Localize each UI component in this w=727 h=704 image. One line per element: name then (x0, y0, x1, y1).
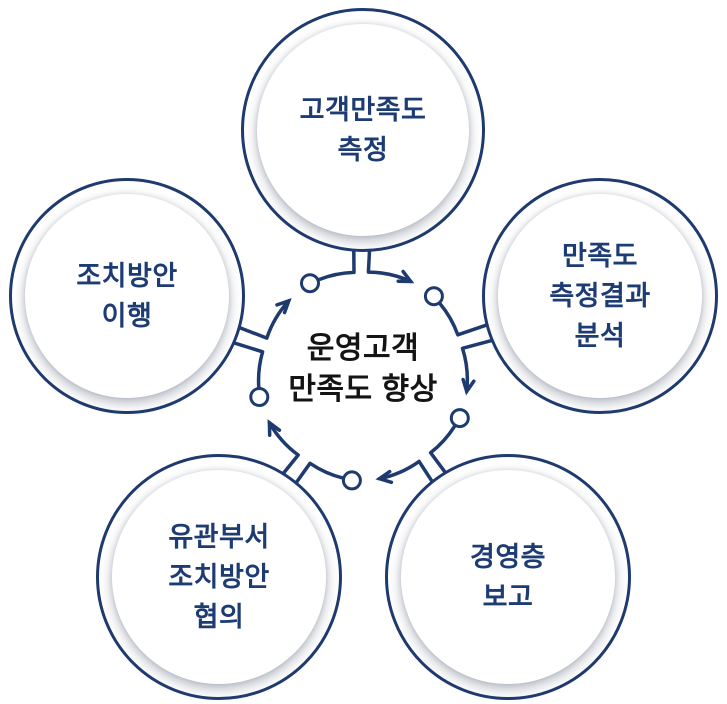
step-label: 경영층 보고 (470, 537, 546, 617)
step-label: 조치방안 이행 (76, 256, 177, 336)
step-label-line: 분석 (574, 321, 626, 351)
node-dot-icon (449, 408, 470, 429)
step-circle-face: 유관부서 조치방안 협의 (112, 470, 326, 684)
step-label-line: 이행 (101, 301, 153, 331)
step-circle-face: 조치방안 이행 (25, 194, 229, 398)
step-circle-implementation: 조치방안 이행 (9, 178, 245, 414)
step-circle-consultation: 유관부서 조치방안 협의 (96, 454, 342, 700)
step-circle-face: 만족도 측정결과 분석 (498, 194, 702, 398)
step-label-line: 조치방안 (76, 261, 178, 291)
arrowhead-icon (396, 269, 415, 284)
step-circle-face: 고객만족도 측정 (257, 24, 469, 236)
step-label-line: 보고 (482, 582, 534, 612)
step-label-line: 만족도 (561, 241, 639, 271)
step-label-line: 측정 (337, 135, 389, 165)
center-label: 운영고객 만족도 향상 (288, 328, 437, 410)
arrowhead-icon (275, 297, 292, 315)
arrowhead-icon (461, 377, 476, 396)
node-dot-icon (300, 273, 320, 294)
step-label-line: 고객만족도 (299, 95, 427, 125)
step-circle-face: 경영층 보고 (401, 470, 615, 684)
step-label: 고객만족도 측정 (300, 90, 427, 170)
step-circle-analysis: 만족도 측정결과 분석 (482, 178, 718, 414)
step-label-line: 조치방안 (168, 562, 270, 592)
step-circle-measurement: 고객만족도 측정 (241, 8, 485, 252)
node-dot-icon (423, 286, 444, 307)
step-label-line: 측정결과 (549, 281, 651, 311)
node-dot-icon (249, 387, 270, 407)
center-label-line: 만족도 향상 (288, 373, 438, 406)
arrowhead-icon (375, 469, 394, 485)
arrowhead-icon (267, 419, 282, 437)
step-circle-report: 경영층 보고 (385, 454, 631, 700)
step-label: 유관부서 조치방안 협의 (168, 517, 269, 637)
step-label-line: 유관부서 (168, 522, 270, 552)
step-label-line: 경영층 (469, 542, 547, 572)
step-label: 만족도 측정결과 분석 (549, 236, 650, 356)
node-dot-icon (341, 470, 362, 491)
center-label-line: 운영고객 (306, 332, 420, 365)
step-label-line: 협의 (193, 602, 245, 632)
